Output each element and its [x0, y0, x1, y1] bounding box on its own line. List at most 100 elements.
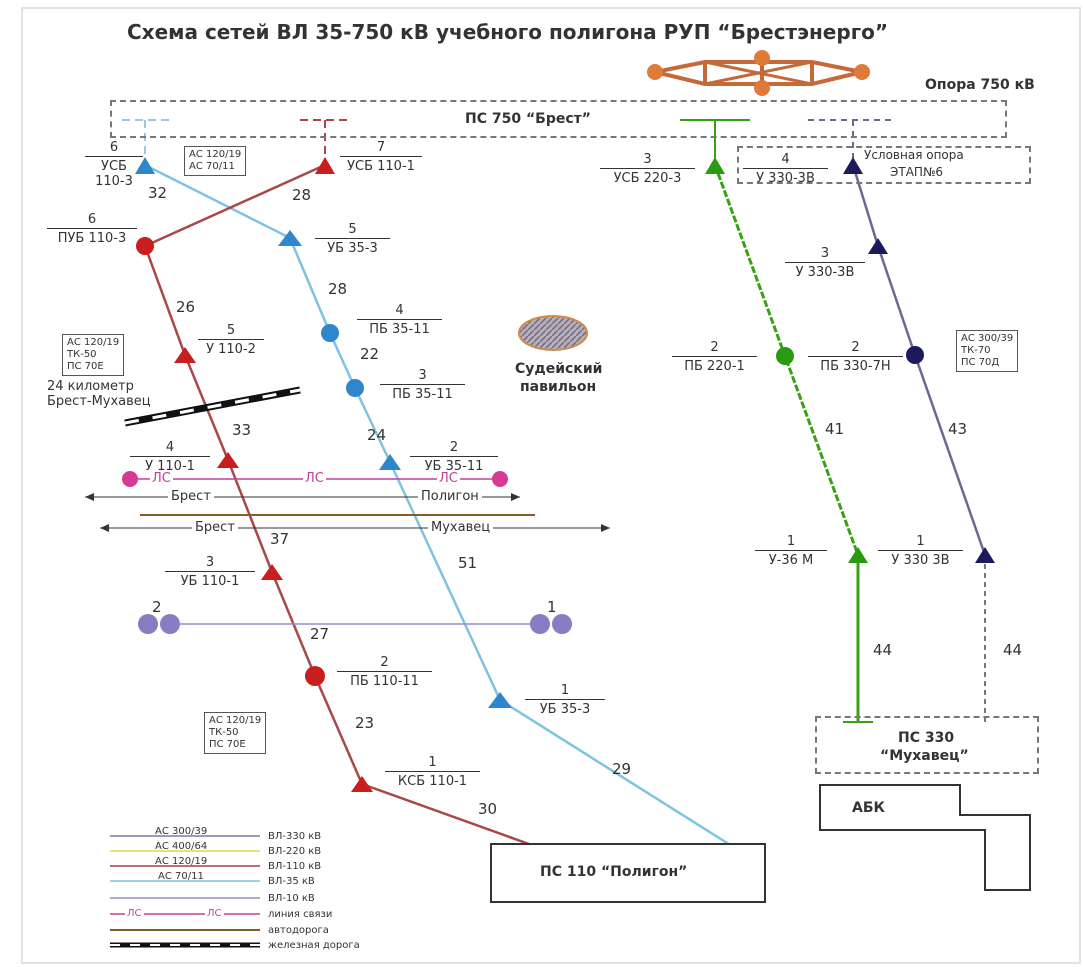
- span-length: 37: [270, 530, 290, 548]
- tower-circle-blue-icon: [346, 379, 364, 397]
- span-length: 22: [360, 345, 380, 363]
- tower-triangle-red-icon: [315, 157, 335, 174]
- tower-750-icon: [647, 50, 870, 96]
- legend-wire: ЛС: [125, 908, 144, 919]
- conditional-tower-line1: Условная опора: [864, 148, 964, 162]
- span-length: 33: [232, 421, 252, 439]
- tower-triangle-red-icon: [174, 347, 196, 363]
- tower-triangle-red-icon: [217, 452, 239, 468]
- span-length: 41: [825, 420, 845, 438]
- insulator-pair-right-icon: [530, 614, 572, 634]
- tower-triangle-red-icon: [351, 776, 373, 792]
- span-length: 29: [612, 760, 632, 778]
- line-330kv: [851, 164, 987, 556]
- tower-triangle-green-icon: [848, 547, 868, 563]
- abk-building: [819, 784, 1031, 891]
- pavilion-icon: [518, 315, 588, 351]
- span-length: 51: [458, 554, 478, 572]
- legend-wire: АС 400/64: [155, 841, 208, 852]
- insulator-pair-left-icon: [138, 614, 180, 634]
- road-label: Полигон: [418, 490, 482, 503]
- legend-label: ВЛ-35 кВ: [268, 876, 315, 887]
- span-length: 24: [367, 426, 387, 444]
- pair-label-left: 2: [152, 598, 162, 616]
- tower-750-label: Опора 750 кВ: [925, 77, 1035, 93]
- tower-circle-red-icon: [136, 237, 154, 255]
- diagram-title: Схема сетей ВЛ 35-750 кВ учебного полиго…: [127, 20, 889, 44]
- span-length: 26: [176, 298, 196, 316]
- tower-triangle-blue-icon: [135, 157, 155, 174]
- tower-triangle-blue-icon: [379, 454, 401, 470]
- legend-wire: АС 300/39: [155, 826, 208, 837]
- legend-swatches: [110, 835, 260, 948]
- conditional-tower-box: [737, 146, 1031, 184]
- page-frame: [21, 7, 1081, 964]
- span-length: 28: [328, 280, 348, 298]
- tower-triangle-navy-icon: [868, 238, 888, 254]
- span-length: 44: [1003, 641, 1023, 659]
- road-label: Мухавец: [428, 521, 494, 534]
- legend-wire: ЛС: [205, 908, 224, 919]
- legend-label: ВЛ-330 кВ: [268, 831, 322, 842]
- legend-label: ВЛ-220 кВ: [268, 846, 322, 857]
- tower-triangle-red-icon: [261, 564, 283, 580]
- tower-circle-green-icon: [776, 347, 794, 365]
- substation-330-box: [815, 716, 1039, 774]
- legend-label: ВЛ-10 кВ: [268, 893, 315, 904]
- substation-750-box: [110, 100, 1007, 138]
- substation-330-line1: ПС 330: [898, 730, 955, 746]
- span-length: 28: [292, 186, 312, 204]
- legend-wire: АС 70/11: [158, 871, 204, 882]
- comm-label: ЛС: [437, 471, 460, 486]
- span-length: 43: [948, 420, 968, 438]
- substation-330-line2: “Мухавец”: [880, 748, 969, 764]
- legend-label: ВЛ-110 кВ: [268, 861, 322, 872]
- span-length: 23: [355, 714, 375, 732]
- substation-750-label: ПС 750 “Брест”: [465, 111, 591, 127]
- comm-label: ЛС: [303, 471, 326, 486]
- comm-label: ЛС: [150, 471, 173, 486]
- tower-triangle-navy-icon: [843, 157, 863, 174]
- span-length: 32: [148, 184, 168, 202]
- substation-110-label: ПС 110 “Полигон”: [540, 864, 688, 880]
- span-length: 44: [873, 641, 893, 659]
- railway-label-line1: 24 километр: [47, 379, 134, 394]
- abk-label: АБК: [852, 800, 885, 816]
- tower-triangle-blue-icon: [278, 230, 302, 246]
- tower-triangle-navy-icon: [975, 547, 995, 563]
- tower-circle-blue-icon: [321, 324, 339, 342]
- tower-triangle-green-icon: [705, 157, 725, 174]
- road-label: Брест: [192, 521, 238, 534]
- road-label: Брест: [168, 490, 214, 503]
- legend-label: линия связи: [268, 909, 333, 920]
- railway: [124, 386, 301, 427]
- legend-label: железная дорога: [268, 940, 360, 951]
- pavilion-label-line1: Судейский: [515, 361, 603, 377]
- legend-label: автодорога: [268, 925, 329, 936]
- conditional-tower-line2: ЭТАП№6: [890, 165, 944, 179]
- pavilion-label-line2: павильон: [520, 379, 597, 395]
